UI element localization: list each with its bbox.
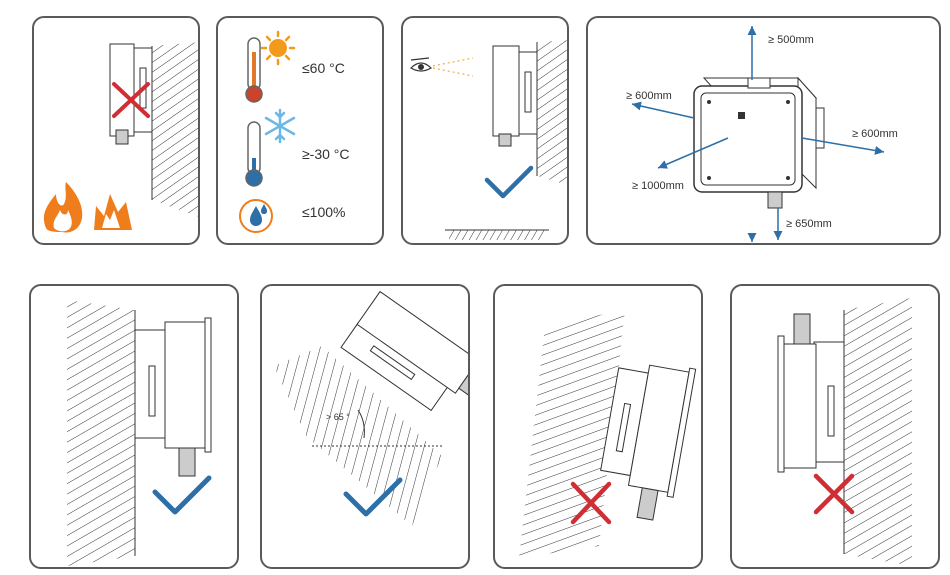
clearance-right-label: ≥ 600mm [852,128,898,140]
panel-clearances-graphic [631,26,885,242]
thermometer-cold-icon [245,121,263,187]
cross-icon [570,481,612,525]
humidity-icon [239,199,273,233]
angle-arc [357,409,365,439]
check-icon [484,165,534,199]
panel-tilt-ok-graphic [274,290,468,526]
wall [844,298,912,566]
max-humidity-label: ≤100% [302,204,346,220]
inverter-side-view [109,43,153,145]
inverter-tilted [340,290,468,412]
thermometer-hot-icon [245,37,263,103]
panel-upside-down-no-graphic [777,298,912,566]
inverter-side-view [492,45,538,147]
inverter-front-view [693,76,825,209]
inverter-side-view [600,364,697,521]
clearance-front-label: ≥ 1000mm [632,180,684,192]
wall [67,300,135,566]
panel-forward-tilt-no [493,284,703,569]
clearance-left-label: ≥ 600mm [626,90,672,102]
panel-tilt-ok: > 65 ° [260,284,470,569]
clearance-bottom-label: ≥ 650mm [786,218,832,230]
inverter-side-view-inverted [777,313,845,473]
clearance-top-label: ≥ 500mm [768,34,814,46]
panel-no-flammable [32,16,200,245]
wall [151,42,198,217]
fire-icon [43,182,132,233]
eye-icon [410,57,432,72]
sun-icon [260,30,296,66]
panel-eye-level-graphic [410,40,567,240]
cross-icon [112,82,150,118]
panel-environment-graphic [239,30,296,233]
inverter-side-view [134,317,212,477]
cross-icon [813,473,855,515]
panel-forward-tilt-no-graphic [519,310,697,558]
max-temperature-label: ≤60 °C [302,60,345,76]
panel-environment: ≤60 °C ≥-30 °C ≤100% [216,16,384,245]
check-icon [343,477,403,517]
panel-vertical-ok [29,284,239,569]
snowflake-icon [264,108,296,144]
panel-vertical-ok-graphic [67,300,212,566]
check-icon [152,475,212,515]
panel-clearances: ≥ 500mm ≥ 600mm ≥ 600mm ≥ 1000mm ≥ 650mm [586,16,941,245]
panel-no-flammable-graphic [43,42,198,233]
floor [449,230,545,240]
min-temperature-label: ≥-30 °C [302,146,350,162]
panel-eye-level [401,16,569,245]
tilt-angle-label: > 65 ° [326,412,350,422]
sight-lines [432,57,474,77]
wall [537,40,567,185]
panel-upside-down-no [730,284,940,569]
clearance-arrows [631,26,885,242]
